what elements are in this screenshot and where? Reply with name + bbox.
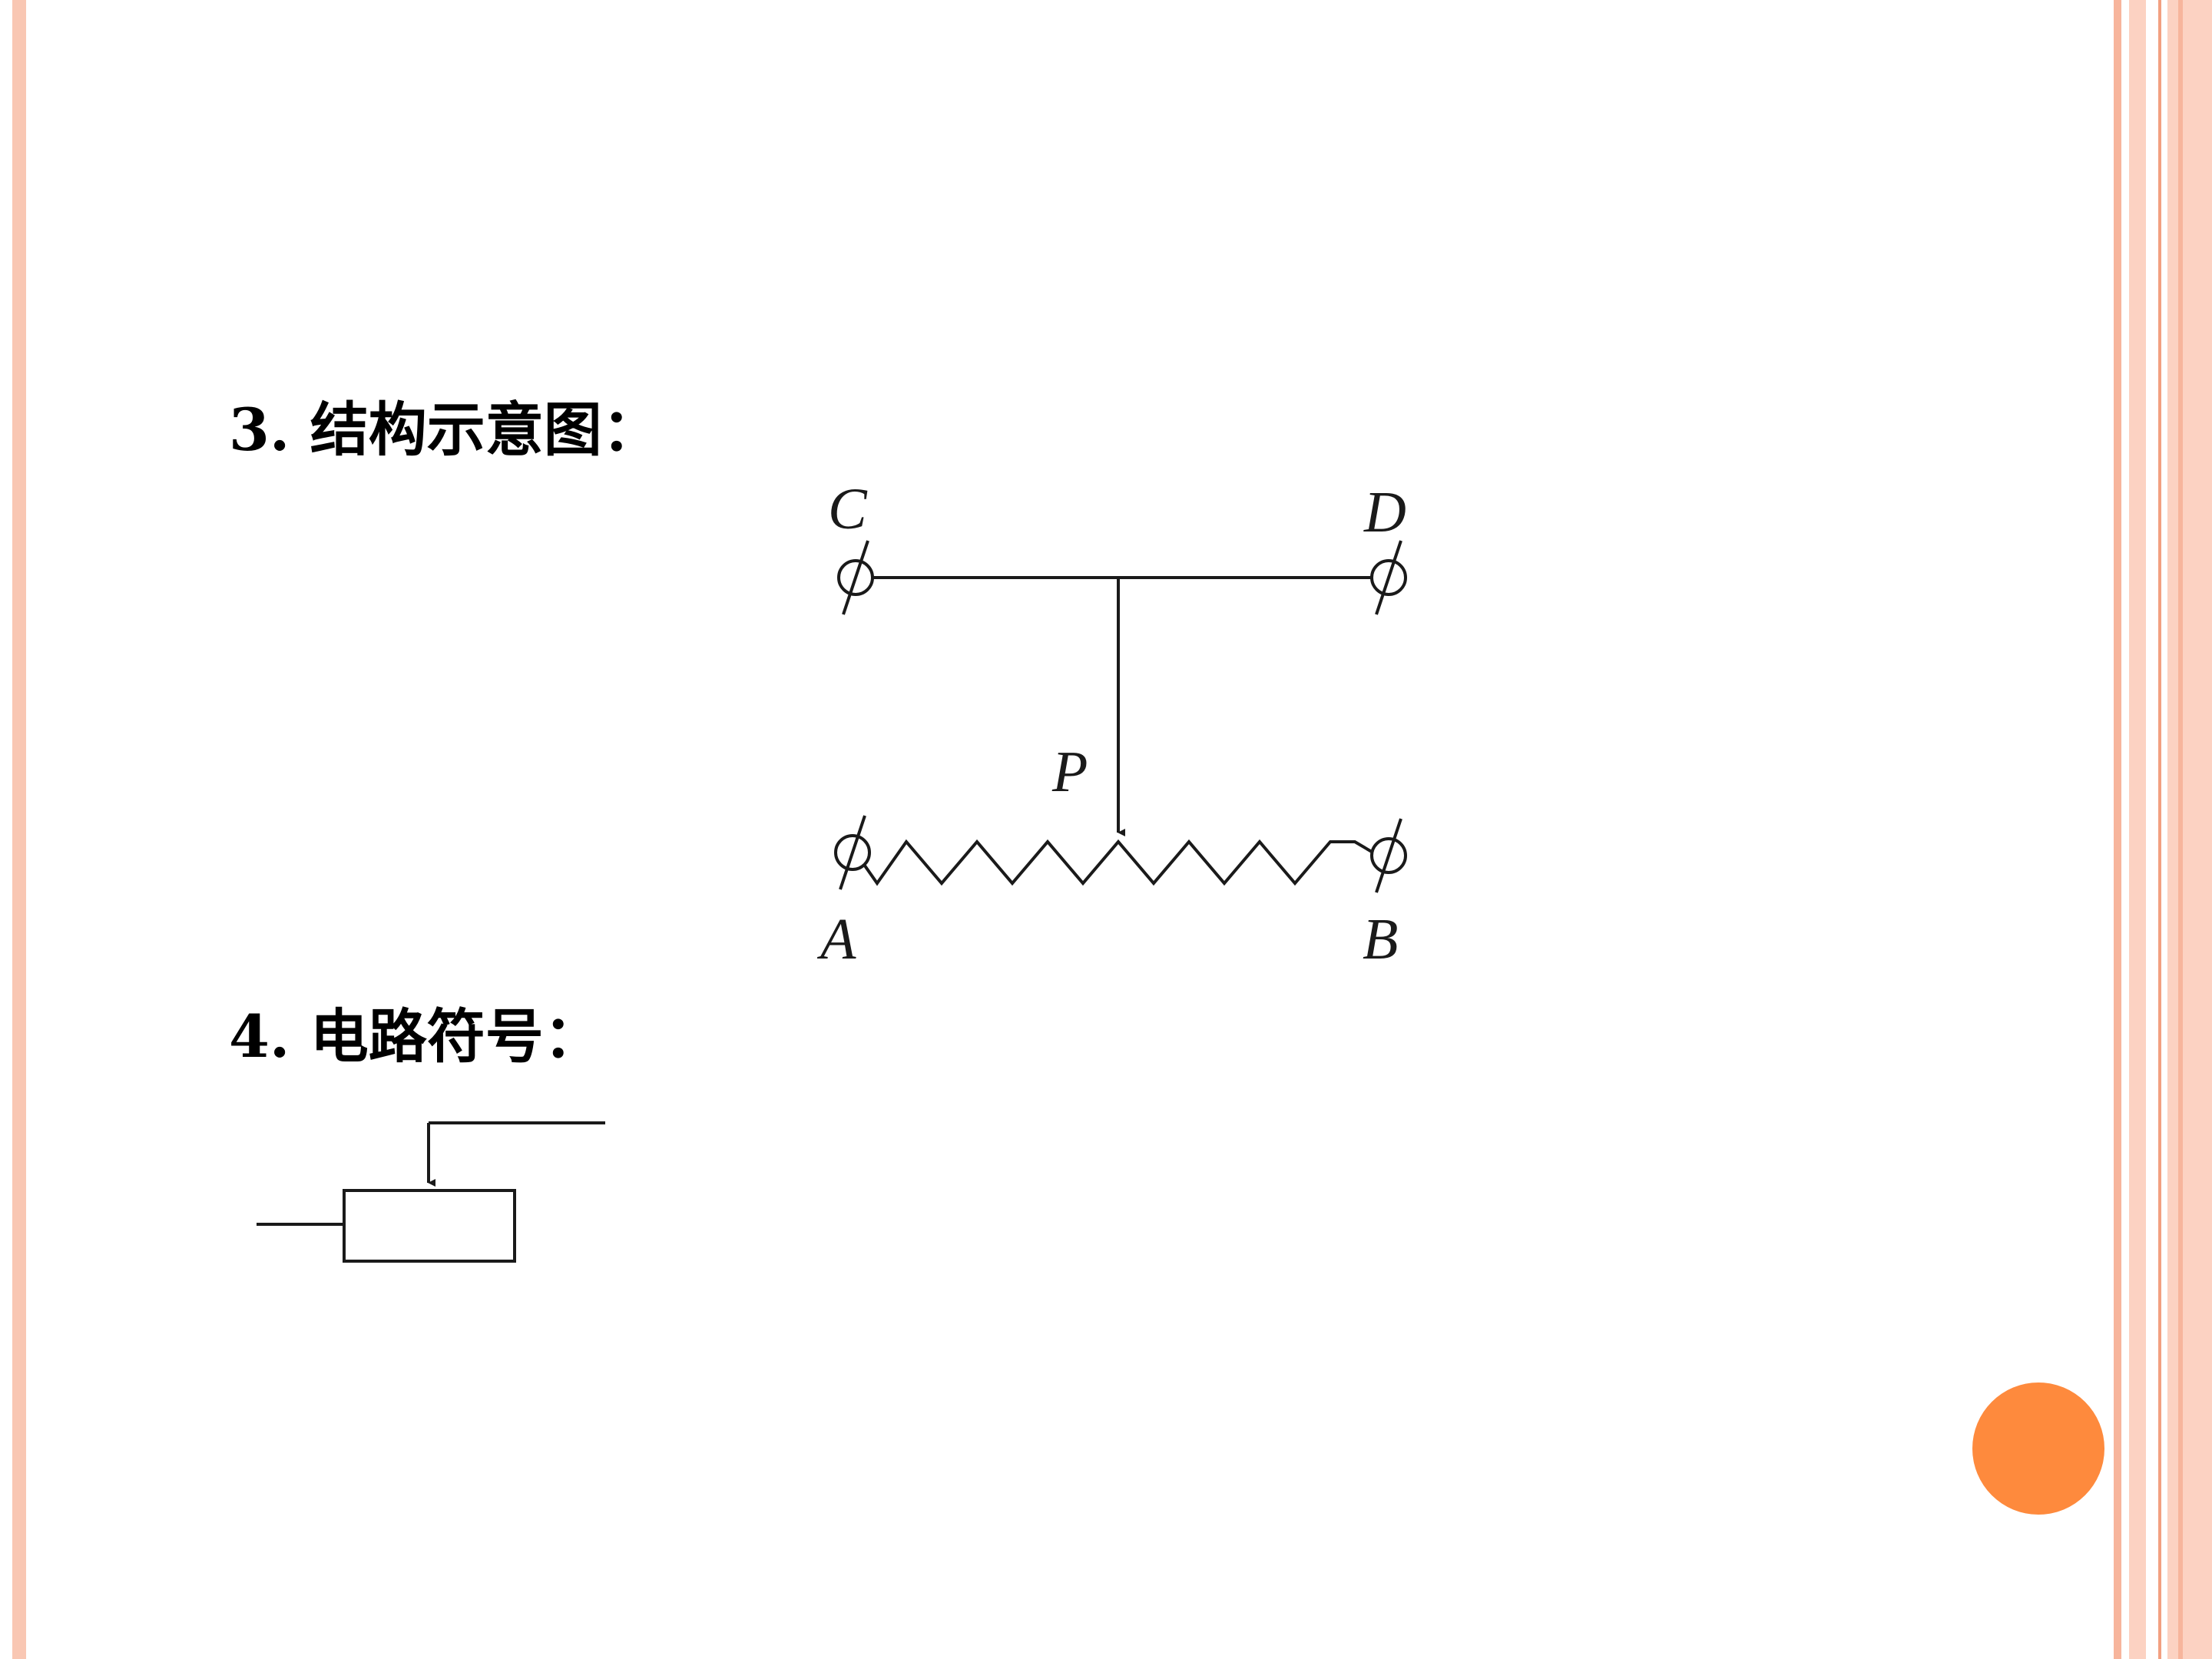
frame-right-stripe-wide bbox=[2129, 0, 2146, 1659]
terminal-icon bbox=[834, 815, 871, 890]
frame-right-stripe-outer bbox=[2114, 0, 2121, 1659]
frame-left-stripe bbox=[12, 0, 26, 1659]
frame-right-stripe-band bbox=[2167, 0, 2212, 1659]
terminal-icon bbox=[837, 540, 874, 615]
section3-heading: 3. 结构示意图： bbox=[229, 396, 661, 464]
label-terminal-a: A bbox=[816, 907, 856, 972]
resistor-zigzag-icon bbox=[854, 839, 1390, 886]
section4-heading: 4. 电路符号： bbox=[229, 1002, 602, 1071]
rheostat-structure-diagram: C D P A B bbox=[816, 477, 1407, 972]
label-terminal-c: C bbox=[828, 477, 868, 541]
label-terminal-d: D bbox=[1363, 480, 1406, 545]
terminal-icon bbox=[1370, 818, 1407, 893]
frame-right-stripe-line-2 bbox=[2178, 0, 2183, 1659]
page-indicator-dot bbox=[1972, 1382, 2104, 1515]
label-terminal-b: B bbox=[1363, 907, 1398, 972]
frame-right-stripe-line-1 bbox=[2158, 0, 2161, 1659]
terminal-icon bbox=[1370, 540, 1407, 615]
rheostat-symbol-icon bbox=[257, 1121, 605, 1263]
label-slider-p: P bbox=[1051, 740, 1088, 804]
